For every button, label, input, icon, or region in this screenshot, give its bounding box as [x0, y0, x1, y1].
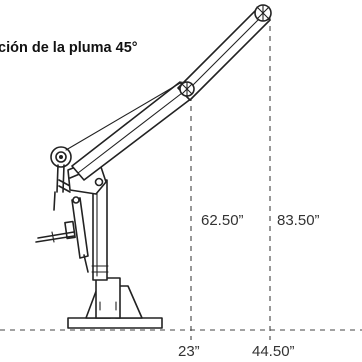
winch [50, 146, 72, 211]
crane-mast [91, 179, 109, 281]
outer-reach-label: 44.50” [252, 343, 295, 360]
diagram-title: ción de la pluma 45° [0, 40, 138, 56]
winch-cable [65, 81, 183, 151]
pump-handle [35, 231, 75, 243]
inner-height-label: 62.50” [201, 212, 244, 229]
inner-sheave-icon [179, 81, 195, 97]
inner-reach-label: 23” [178, 343, 200, 360]
outer-height-label: 83.50” [277, 212, 320, 229]
hydraulic-jack [64, 196, 89, 273]
outer-sheave-icon [254, 4, 272, 22]
boom-lower-section [71, 81, 193, 181]
crane-base [67, 277, 163, 329]
